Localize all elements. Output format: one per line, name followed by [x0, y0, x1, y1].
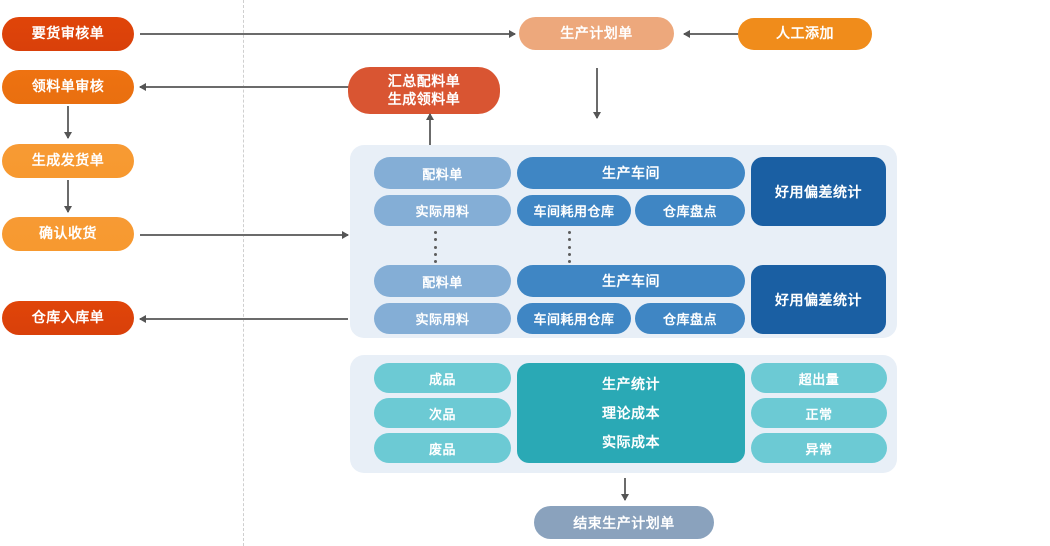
- stat-center-group[interactable]: 生产统计 理论成本 实际成本: [517, 363, 745, 463]
- prod-row2-deviation-stats[interactable]: 好用偏差统计: [751, 265, 886, 334]
- stat-right-abnormal[interactable]: 异常: [751, 433, 887, 463]
- prod-row2-bom[interactable]: 配料单: [374, 265, 511, 297]
- prod-row1-actual-material[interactable]: 实际用料: [374, 195, 511, 226]
- ellipsis-dots-left: [433, 231, 438, 263]
- prod-row2-stock-count[interactable]: 仓库盘点: [635, 303, 745, 334]
- stat-left-defective[interactable]: 次品: [374, 398, 511, 428]
- node-production-plan[interactable]: 生产计划单: [519, 17, 674, 50]
- stat-left-finished[interactable]: 成品: [374, 363, 511, 393]
- prod-row1-stock-count[interactable]: 仓库盘点: [635, 195, 745, 226]
- stat-center-actual-cost: 实际成本: [602, 434, 660, 451]
- node-picking-review[interactable]: 领料单审核: [2, 70, 134, 104]
- prod-row2-actual-material[interactable]: 实际用料: [374, 303, 511, 334]
- node-summarize-bom[interactable]: 汇总配料单 生成领料单: [348, 67, 500, 114]
- arrow-production-to-summarize: [429, 114, 431, 145]
- arrow-plan-to-production: [596, 68, 598, 118]
- arrow-summarize-to-picking: [140, 86, 350, 88]
- arrow-statistics-to-end: [624, 478, 626, 500]
- arrow-picking-to-delivery: [67, 106, 69, 138]
- node-manual-add[interactable]: 人工添加: [738, 18, 872, 50]
- stat-center-production: 生产统计: [602, 375, 660, 392]
- prod-row1-deviation-stats[interactable]: 好用偏差统计: [751, 157, 886, 226]
- node-demand-review[interactable]: 要货审核单: [2, 17, 134, 51]
- production-panel: 配料单 实际用料 生产车间 车间耗用仓库 仓库盘点 好用偏差统计 配料单 实际用…: [350, 145, 897, 338]
- stat-center-theoretical-cost: 理论成本: [602, 404, 660, 421]
- node-warehouse-inbound[interactable]: 仓库入库单: [2, 301, 134, 335]
- node-confirm-receipt[interactable]: 确认收货: [2, 217, 134, 251]
- stat-right-normal[interactable]: 正常: [751, 398, 887, 428]
- prod-row2-workshop-warehouse[interactable]: 车间耗用仓库: [517, 303, 631, 334]
- arrow-manual-to-plan: [684, 33, 742, 35]
- prod-row2-workshop[interactable]: 生产车间: [517, 265, 745, 297]
- prod-row1-workshop[interactable]: 生产车间: [517, 157, 745, 189]
- stat-left-scrap[interactable]: 废品: [374, 433, 511, 463]
- prod-row1-bom[interactable]: 配料单: [374, 157, 511, 189]
- arrow-demand-to-plan: [140, 33, 515, 35]
- statistics-panel: 成品 次品 废品 生产统计 理论成本 实际成本 超出量 正常 异常: [350, 355, 897, 473]
- stat-right-excess[interactable]: 超出量: [751, 363, 887, 393]
- arrow-receipt-to-production: [140, 234, 348, 236]
- node-end-production-plan[interactable]: 结束生产计划单: [534, 506, 714, 539]
- section-divider: [243, 0, 244, 546]
- arrow-production-to-inbound: [140, 318, 348, 320]
- node-create-delivery[interactable]: 生成发货单: [2, 144, 134, 178]
- ellipsis-dots-center: [567, 231, 572, 263]
- prod-row1-workshop-warehouse[interactable]: 车间耗用仓库: [517, 195, 631, 226]
- arrow-delivery-to-receipt: [67, 180, 69, 212]
